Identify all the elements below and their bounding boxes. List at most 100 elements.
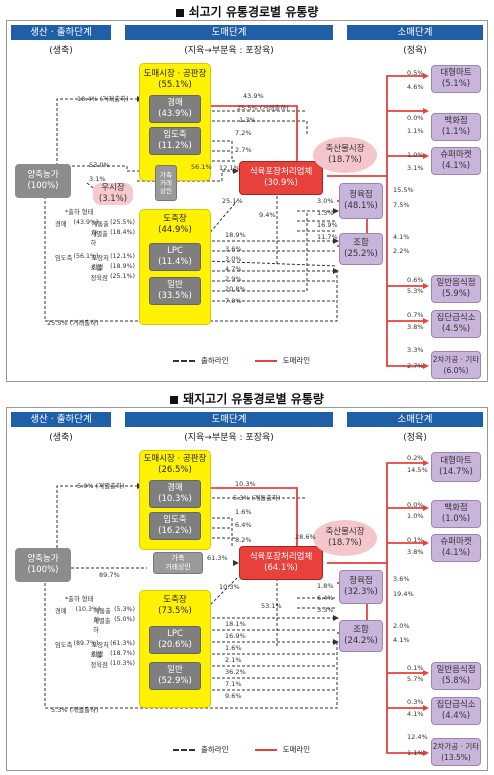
pork-sub-wholesale: (지육→부분육 : 포장육) — [184, 433, 274, 443]
beef-note-4: 56.1% — [191, 163, 212, 171]
pork-slaughter-share: 임도축 (16.2%) — [149, 512, 201, 540]
beef-flow: 0.6% — [407, 276, 424, 284]
table-row: 경매(10.3%)계통출하(5.3%) — [55, 606, 135, 624]
beef-retail-super: 슈퍼마켓(4.1%) — [431, 147, 481, 175]
beef-flow: 7.2% — [235, 129, 252, 137]
beef-flow: 7.5% — [393, 201, 410, 209]
pork-dealer: 가축 거래상인 — [153, 552, 203, 574]
pork-farm: 양축농가 (100%) — [15, 548, 71, 582]
pork-title: 돼지고기 유통경로별 유통량 — [0, 390, 494, 407]
beef-retail-restaurant: 일반음식점(5.9%) — [431, 275, 481, 303]
beef-processor: 식육포장처리업체 (30.9%) — [239, 161, 323, 195]
beef-auction: 경매 (43.9%) — [149, 95, 201, 123]
pork-flow: 10.3% — [235, 480, 256, 488]
pork-flow: 12.4% — [407, 733, 428, 741]
pork-sub-retail: (정육) — [403, 433, 427, 443]
square-bullet-icon — [170, 395, 179, 404]
pork-note-4: 5.3% (개별출하) — [51, 706, 99, 714]
pork-flow: 8.2% — [235, 536, 252, 544]
pork-flow: 1.1% — [407, 749, 424, 757]
pork-flow: 6.4% — [317, 594, 334, 602]
pork-abattoir-label: 도축장 (73.5%) — [158, 595, 192, 616]
beef-abattoir-label: 도축장 (44.9%) — [158, 214, 192, 235]
beef-flow: 1.1% — [407, 127, 424, 135]
beef-retail-catering: 집단급식소(4.5%) — [431, 310, 481, 338]
pork-flow: 1.0% — [407, 512, 424, 520]
pork-flow: 0.1% — [407, 536, 424, 544]
pork-panel: 생산 · 출하단계 도매단계 소매단계 (생축) (지육→부분육 : 포장육) … — [6, 407, 488, 771]
pork-flow: 1.6% — [225, 644, 242, 652]
pork-flow: 18.1% — [225, 620, 246, 628]
table-row: 개별출하(18.4%) — [90, 229, 135, 247]
pork-flow: 53.1% — [261, 602, 282, 610]
pork-flow: 3.3% — [317, 606, 334, 614]
square-bullet-icon — [175, 8, 184, 17]
pork-note-3: 61.3% — [207, 554, 228, 562]
dashed-line-icon — [173, 748, 195, 751]
pork-stage-production: 생산 · 출하단계 — [11, 412, 111, 427]
table-row: 경매(43.9%)계통출하(25.5%) — [55, 219, 135, 237]
table-row: 조합(18.7%) — [90, 650, 135, 659]
red-line-icon — [254, 359, 277, 362]
pork-table-title: *출하 형태 — [65, 596, 94, 603]
pork-flow: 2.1% — [225, 656, 242, 664]
beef-flow: 4.1% — [393, 233, 410, 241]
beef-sub-production: (생축) — [49, 46, 73, 56]
pork-meat-shop: 정육점 (32.3%) — [339, 570, 383, 604]
beef-sub-retail: (정육) — [403, 46, 427, 56]
beef-flow: 4.7% — [225, 265, 242, 273]
pork-flow: 19.4% — [393, 590, 414, 598]
pork-flow: 0.3% — [407, 698, 424, 706]
pork-flow: 5.7% — [407, 675, 424, 683]
beef-note-1: 18.4% (거래출하) — [77, 95, 129, 103]
beef-lpc: LPC (11.4%) — [149, 243, 201, 271]
table-row: 임도축(89.7%)포장처리업(61.3%) — [55, 640, 135, 658]
pork-stage-wholesale: 도매단계 — [125, 412, 333, 427]
pork-flow: 3.6% — [393, 575, 410, 583]
pork-flow: 0.0% — [407, 501, 424, 509]
pork-flow: 4.1% — [393, 636, 410, 644]
dashed-line-icon — [173, 359, 195, 362]
beef-coop: 조합 (25.2%) — [339, 233, 383, 265]
beef-stage-production: 생산 · 출하단계 — [11, 25, 111, 40]
beef-flow: 7.0% — [225, 297, 242, 305]
beef-flow: 1.0% — [407, 151, 424, 159]
beef-retail-processing: 2차가공 · 기타(6.0%) — [431, 351, 481, 379]
pork-note-2: 89.7% — [99, 571, 120, 579]
beef-flow: 3.8% — [407, 323, 424, 331]
table-row: 임도축(56.1%)포장처리업(12.1%) — [55, 253, 135, 271]
beef-flow: 0.7% — [407, 311, 424, 319]
pork-legend: 출하라인 도매라인 — [173, 744, 310, 755]
pork-flow: 0.1% — [407, 664, 424, 672]
beef-shipping-table: 경매(43.9%)계통출하(25.5%) 개별출하(18.4%) 임도축(56.… — [55, 219, 135, 283]
beef-flow: 15.5% — [393, 186, 414, 194]
pork-processor: 식육포장처리업체 (64.1%) — [239, 546, 323, 580]
pork-stage-retail: 소매단계 — [347, 412, 483, 427]
pork-flow: 14.5% — [407, 466, 428, 474]
pork-retail-dept: 백화점(1.0%) — [431, 500, 481, 528]
beef-retail-mart: 대형마트(5.1%) — [431, 65, 481, 93]
beef-flow: 3.0% — [225, 255, 242, 263]
table-row: 개별출하(5.0%) — [93, 616, 135, 634]
beef-flow: 18.9% — [225, 231, 246, 239]
beef-flow: 9.4% — [259, 211, 276, 219]
beef-flow: 3.3% — [407, 346, 424, 354]
pork-retail-restaurant: 일반음식점(5.8%) — [431, 662, 481, 690]
beef-flow: 4.6% — [407, 83, 424, 91]
pork-flow: 1.6% — [235, 508, 252, 516]
pork-flow: 7.1% — [225, 680, 242, 688]
beef-slaughter-share: 임도축 (11.2%) — [149, 127, 201, 155]
beef-flow: 2.9% — [225, 275, 242, 283]
beef-flow: 3.1% — [407, 164, 424, 172]
pork-flow: 16.9% — [225, 632, 246, 640]
pork-retail-super: 슈퍼마켓(4.1%) — [431, 534, 481, 562]
pork-general: 일반 (52.9%) — [149, 662, 201, 690]
beef-flow: 5.3% — [407, 287, 424, 295]
beef-note-5: 43.9% — [243, 92, 264, 100]
pork-flow: 3.8% — [407, 548, 424, 556]
red-line-icon — [254, 748, 277, 751]
pork-shipping-table: 경매(10.3%)계통출하(5.3%) 개별출하(5.0%) 임도축(89.7%… — [55, 606, 135, 670]
pork-retail-catering: 집단급식소(4.4%) — [431, 697, 481, 725]
table-row: 정육점(25.1%) — [90, 273, 135, 282]
beef-table-title: *출하 형태 — [65, 209, 94, 216]
